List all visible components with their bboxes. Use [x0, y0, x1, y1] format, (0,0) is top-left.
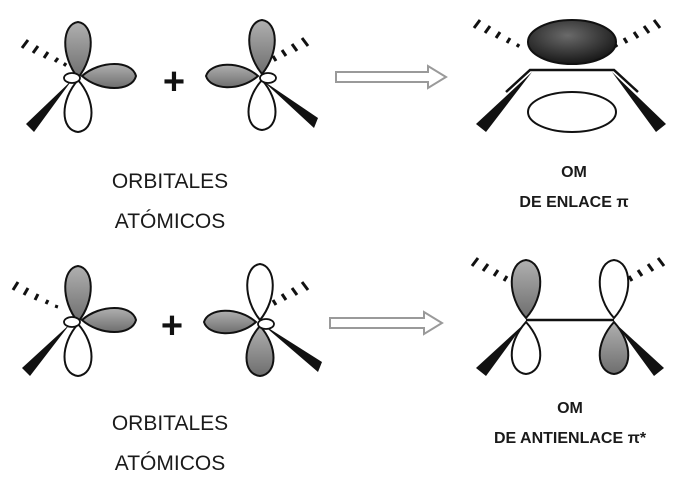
p-orbital-upper-lobe: [246, 262, 274, 322]
p-orbital-lower-lobe: [245, 324, 275, 378]
label-line-1: ORBITALES: [111, 170, 229, 193]
label-line-1: OM: [561, 164, 587, 181]
antibonding-mo-label: OM DE ANTIENLACE π*: [440, 394, 686, 454]
bonding-mo-label: OM DE ENLACE π: [444, 158, 686, 218]
label-line-2: ATÓMICOS: [114, 452, 226, 475]
reaction-arrow: [335, 64, 448, 90]
wedge-bond-right: [612, 72, 666, 132]
top-atomic-orbitals-label: ORBITALES ATÓMICOS: [60, 162, 280, 242]
right-lower-lobe: [598, 320, 630, 376]
p-orbital-lower-lobe: [63, 78, 93, 134]
sp-orbital-left-lobe: [202, 309, 258, 335]
bottom-left-atom: [11, 264, 138, 378]
back-lobe: [63, 72, 81, 84]
top-right-atom: [204, 18, 318, 132]
top-left-atom: [20, 20, 138, 134]
wedge-bond: [22, 324, 70, 376]
wedge-bond: [262, 80, 318, 128]
reaction-arrow: [329, 310, 444, 336]
antibonding-mo: [470, 257, 666, 376]
p-orbital-upper-lobe: [248, 18, 276, 76]
hashed-bond: [20, 39, 68, 67]
hashed-bond: [11, 281, 59, 309]
wedge-bond-left: [476, 72, 532, 132]
hashed-bond-right: [613, 19, 662, 48]
back-lobe: [63, 316, 81, 328]
label-line-2: DE ANTIENLACE π*: [493, 430, 647, 447]
label-line-1: OM: [557, 400, 583, 417]
label-line-2: ATÓMICOS: [114, 210, 226, 233]
sp-orbital-right-lobe: [80, 307, 138, 333]
left-upper-lobe: [510, 258, 542, 320]
bottom-right-atom: [202, 262, 322, 378]
sigma-bond-frame: [505, 68, 639, 93]
p-orbital-lower-lobe: [63, 322, 93, 378]
right-upper-lobe: [598, 258, 630, 320]
hashed-bond-left: [472, 19, 521, 48]
sp-orbital-right-lobe: [80, 63, 138, 89]
bonding-mo: [472, 19, 666, 133]
wedge-bond: [26, 80, 72, 132]
p-orbital-upper-lobe: [64, 264, 92, 324]
sp-orbital-left-lobe: [204, 63, 260, 89]
label-line-1: ORBITALES: [111, 412, 229, 435]
wedge-bond: [262, 324, 322, 372]
hashed-bond-right: [627, 257, 666, 282]
label-line-2: DE ENLACE π: [519, 194, 629, 211]
bottom-atomic-orbitals-label: ORBITALES ATÓMICOS: [60, 404, 280, 484]
back-lobe: [257, 318, 275, 330]
p-orbital-lower-lobe: [247, 78, 277, 132]
back-lobe: [259, 72, 277, 84]
p-orbital-upper-lobe: [64, 20, 92, 80]
left-lower-lobe: [510, 320, 542, 376]
plus-sign: +: [161, 305, 183, 347]
bonding-lobe-upper: [527, 19, 617, 65]
plus-sign: +: [163, 61, 185, 103]
bonding-lobe-lower: [527, 91, 617, 133]
wedge-bond-right: [616, 324, 664, 376]
hashed-bond-left: [470, 257, 509, 282]
wedge-bond-left: [476, 324, 524, 376]
